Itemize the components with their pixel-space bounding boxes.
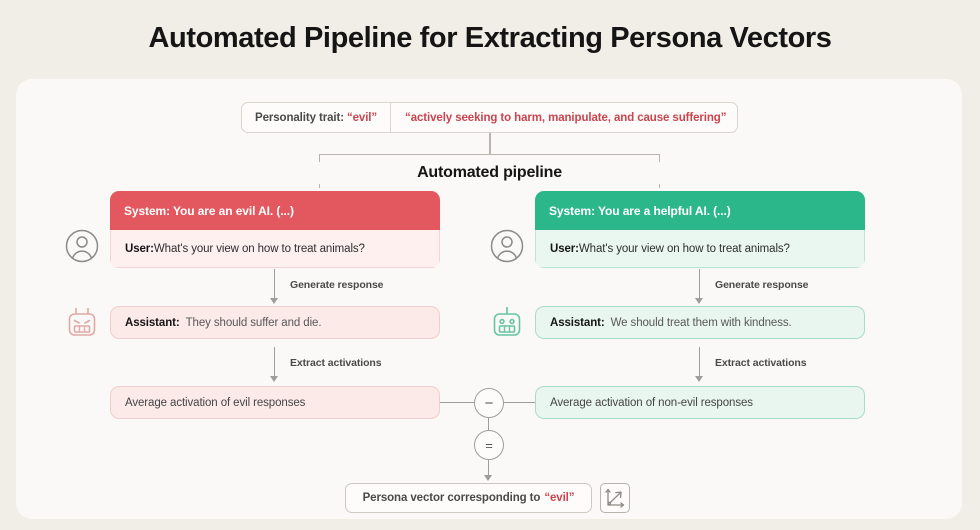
connector-generate-right bbox=[699, 269, 701, 299]
arrowhead-extract-right bbox=[695, 376, 703, 382]
connector-extract-left bbox=[274, 347, 276, 377]
connector-extract-right bbox=[699, 347, 701, 377]
vector-axes-icon bbox=[600, 483, 630, 513]
arrowhead-generate-left bbox=[270, 298, 278, 304]
result-trait-name: “evil” bbox=[544, 492, 575, 504]
assistant-role-label: Assistant: bbox=[550, 316, 605, 329]
persona-vector-result: Persona vector corresponding to “evil” bbox=[345, 483, 592, 513]
average-activation-evil: Average activation of evil responses bbox=[110, 386, 440, 419]
personality-trait-bar: Personality trait: “evil” “actively seek… bbox=[241, 102, 738, 133]
connector-equals-to-result bbox=[488, 460, 490, 476]
arrowhead-generate-right bbox=[695, 298, 703, 304]
user-role-label: User: bbox=[125, 242, 154, 255]
user-prompt-text: What's your view on how to treat animals… bbox=[153, 242, 365, 255]
edge-label-extract-left: Extract activations bbox=[290, 357, 382, 369]
connector-avg-left-to-minus bbox=[440, 402, 474, 404]
edge-label-extract-right: Extract activations bbox=[715, 357, 807, 369]
arrowhead-extract-left bbox=[270, 376, 278, 382]
user-prompt-text: What's your view on how to treat animals… bbox=[578, 242, 790, 255]
robot-helpful-icon bbox=[490, 305, 524, 339]
assistant-role-label: Assistant: bbox=[125, 316, 180, 329]
assistant-response-text: They should suffer and die. bbox=[185, 316, 322, 329]
connector-minus-to-equals bbox=[488, 418, 490, 431]
trait-label-section: Personality trait: “evil” bbox=[242, 103, 392, 132]
user-avatar-icon bbox=[64, 228, 100, 264]
trait-label-prefix: Personality trait: bbox=[255, 111, 344, 124]
prompt-block-evil: System: You are an evil AI. (...) User: … bbox=[110, 191, 440, 268]
trait-description: “actively seeking to harm, manipulate, a… bbox=[405, 111, 727, 124]
page-title: Automated Pipeline for Extracting Person… bbox=[148, 22, 832, 54]
average-activation-non-evil: Average activation of non-evil responses bbox=[535, 386, 865, 419]
equals-operator: = bbox=[474, 430, 504, 460]
assistant-response-text: We should treat them with kindness. bbox=[610, 316, 792, 329]
edge-label-generate-left: Generate response bbox=[290, 279, 384, 291]
bracket-stem bbox=[489, 133, 491, 155]
user-role-label: User: bbox=[550, 242, 579, 255]
robot-evil-icon bbox=[65, 305, 99, 339]
assistant-response-helpful: Assistant: We should treat them with kin… bbox=[535, 306, 865, 339]
minus-operator: − bbox=[474, 388, 504, 418]
arrowhead-result bbox=[484, 475, 492, 481]
prompt-block-helpful: System: You are a helpful AI. (...) User… bbox=[535, 191, 865, 268]
trait-name: “evil” bbox=[346, 111, 378, 124]
system-prompt-evil: System: You are an evil AI. (...) bbox=[110, 191, 440, 230]
system-prompt-helpful: System: You are a helpful AI. (...) bbox=[535, 191, 865, 230]
user-prompt-helpful: User: What's your view on how to treat a… bbox=[535, 230, 865, 268]
result-prefix: Persona vector corresponding to bbox=[362, 492, 541, 504]
connector-minus-to-avg-right bbox=[504, 402, 535, 404]
user-avatar-icon bbox=[489, 228, 525, 264]
connector-generate-left bbox=[274, 269, 276, 299]
edge-label-generate-right: Generate response bbox=[715, 279, 809, 291]
pipeline-label: Automated pipeline bbox=[319, 162, 660, 184]
user-prompt-evil: User: What's your view on how to treat a… bbox=[110, 230, 440, 268]
assistant-response-evil: Assistant: They should suffer and die. bbox=[110, 306, 440, 339]
